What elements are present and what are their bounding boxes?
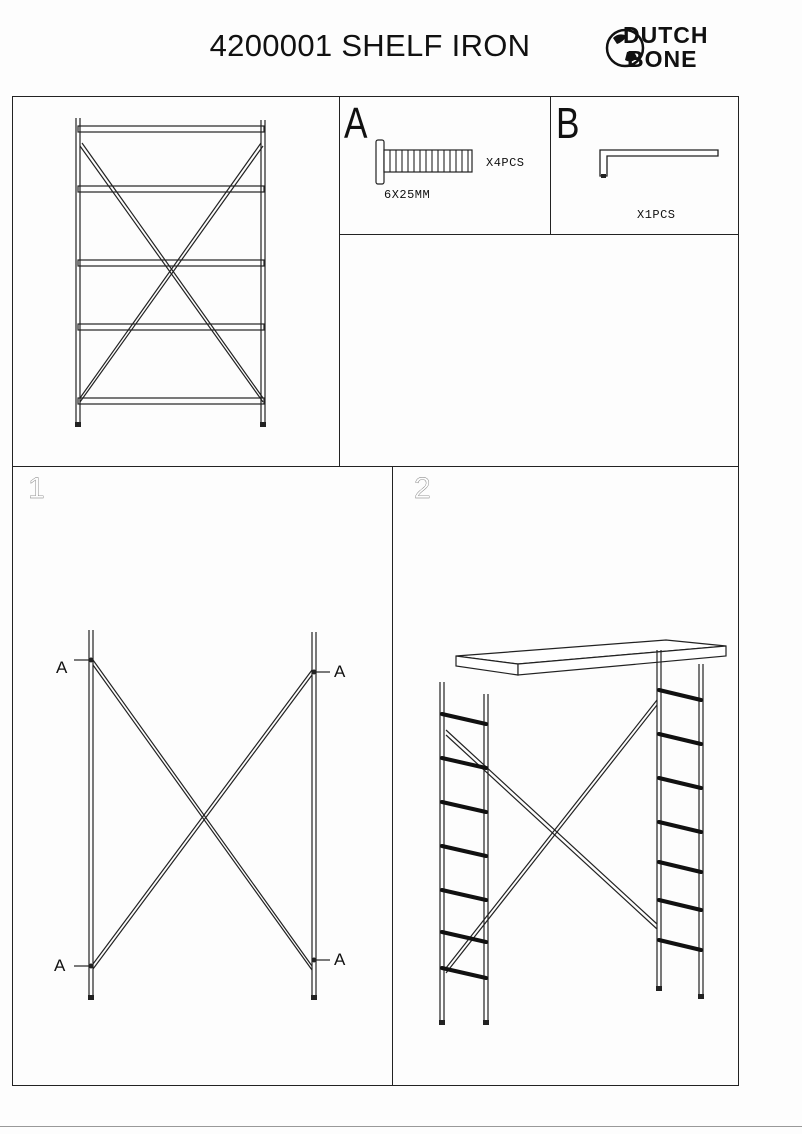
callout-a-bottom-left: A [54,956,66,975]
logo-line-2: BONE [627,46,698,72]
brand-logo: DUTCH BONE [605,18,745,78]
divider [392,466,393,1086]
callout-a-bottom-right: A [334,950,346,969]
page-title: 4200001 SHELF IRON [209,28,531,63]
divider [339,234,739,235]
logo-line-1: DUTCH [623,22,709,48]
divider [12,466,739,467]
step-1-number: 1 [28,472,45,505]
instruction-frame [12,96,739,1086]
bolt-icon [375,139,473,185]
part-a-size: 6X25MM [384,188,431,202]
part-b-letter: B [556,99,580,148]
callout-a-top-left: A [56,658,68,677]
part-a-letter: A [344,99,368,148]
divider [339,96,340,467]
callout-a-top-right: A [334,662,346,681]
step-2-number: 2 [414,472,431,505]
allen-key-icon [599,149,719,178]
globe-icon [605,28,645,68]
part-b-quantity: X1PCS [637,208,676,222]
divider [550,96,551,235]
part-a-quantity: X4PCS [486,156,525,170]
page-bottom-rule [0,1126,802,1127]
